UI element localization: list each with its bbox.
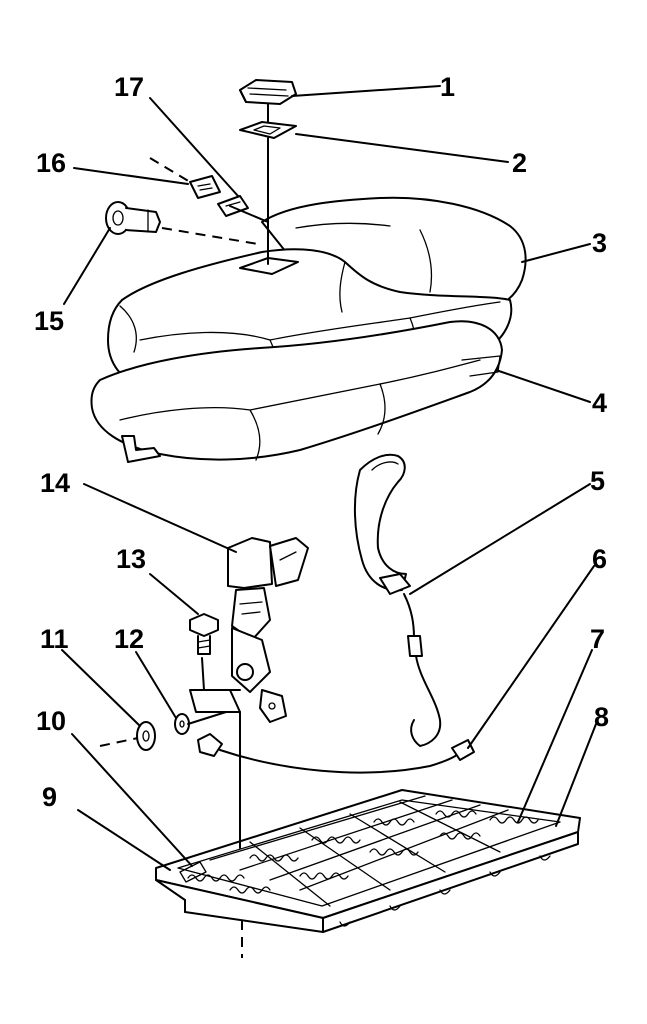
seat-cushion-pad <box>90 320 503 463</box>
callout-6: 6 <box>592 544 607 574</box>
seat-belt-sensor-harness <box>197 733 475 774</box>
leader-2 <box>295 133 509 163</box>
leader-5 <box>409 483 591 595</box>
seat-belt-buckle-assembly <box>189 537 309 723</box>
seat-frame-tray <box>155 789 581 933</box>
callout-17: 17 <box>114 72 144 102</box>
leader-3 <box>521 243 591 263</box>
callout-5: 5 <box>590 466 605 496</box>
callout-16: 16 <box>36 148 66 178</box>
callout-labels: 1 2 3 4 5 6 7 8 9 10 11 12 13 14 15 16 1… <box>34 72 609 812</box>
leader-17 <box>149 97 239 197</box>
leader-14 <box>83 483 237 553</box>
seat-pivot-bolt <box>105 201 161 235</box>
leader-4 <box>495 369 591 403</box>
projection-line-11 <box>99 737 139 747</box>
leader-11 <box>61 649 141 727</box>
callout-2: 2 <box>512 148 527 178</box>
projection-line-12 <box>187 711 227 725</box>
leader-15 <box>63 227 111 305</box>
callout-9: 9 <box>42 782 57 812</box>
callout-15: 15 <box>34 306 64 336</box>
projection-line-17 <box>229 205 269 223</box>
callout-11: 11 <box>40 624 69 654</box>
leader-12 <box>135 651 177 719</box>
projection-line-15 <box>161 227 259 245</box>
bolt-bushing <box>174 713 190 735</box>
leader-lines <box>61 85 597 871</box>
callout-7: 7 <box>590 624 605 654</box>
callout-8: 8 <box>594 702 609 732</box>
leader-1 <box>291 85 441 97</box>
callout-13: 13 <box>116 544 146 574</box>
callout-14: 14 <box>40 468 70 498</box>
leader-6 <box>467 565 595 749</box>
leader-10 <box>71 733 193 867</box>
seat-belt-retainer-plate <box>239 121 297 139</box>
seat-spacer <box>217 195 249 217</box>
leader-16 <box>73 167 189 185</box>
buckle-mounting-bolt <box>189 613 219 655</box>
callout-10: 10 <box>36 706 66 736</box>
seat-clip <box>189 175 221 199</box>
seat-belt-strap <box>353 453 442 747</box>
seat-belt-bezel <box>239 79 297 105</box>
callout-1: 1 <box>440 72 455 102</box>
leader-7 <box>517 649 593 823</box>
bolt-washer <box>136 721 156 751</box>
projection-line-16 <box>149 157 191 183</box>
callout-4: 4 <box>592 388 607 418</box>
callout-12: 12 <box>114 624 144 654</box>
callout-3: 3 <box>592 228 607 258</box>
leader-13 <box>149 573 199 615</box>
leader-8 <box>555 723 597 827</box>
leader-9 <box>77 809 171 871</box>
